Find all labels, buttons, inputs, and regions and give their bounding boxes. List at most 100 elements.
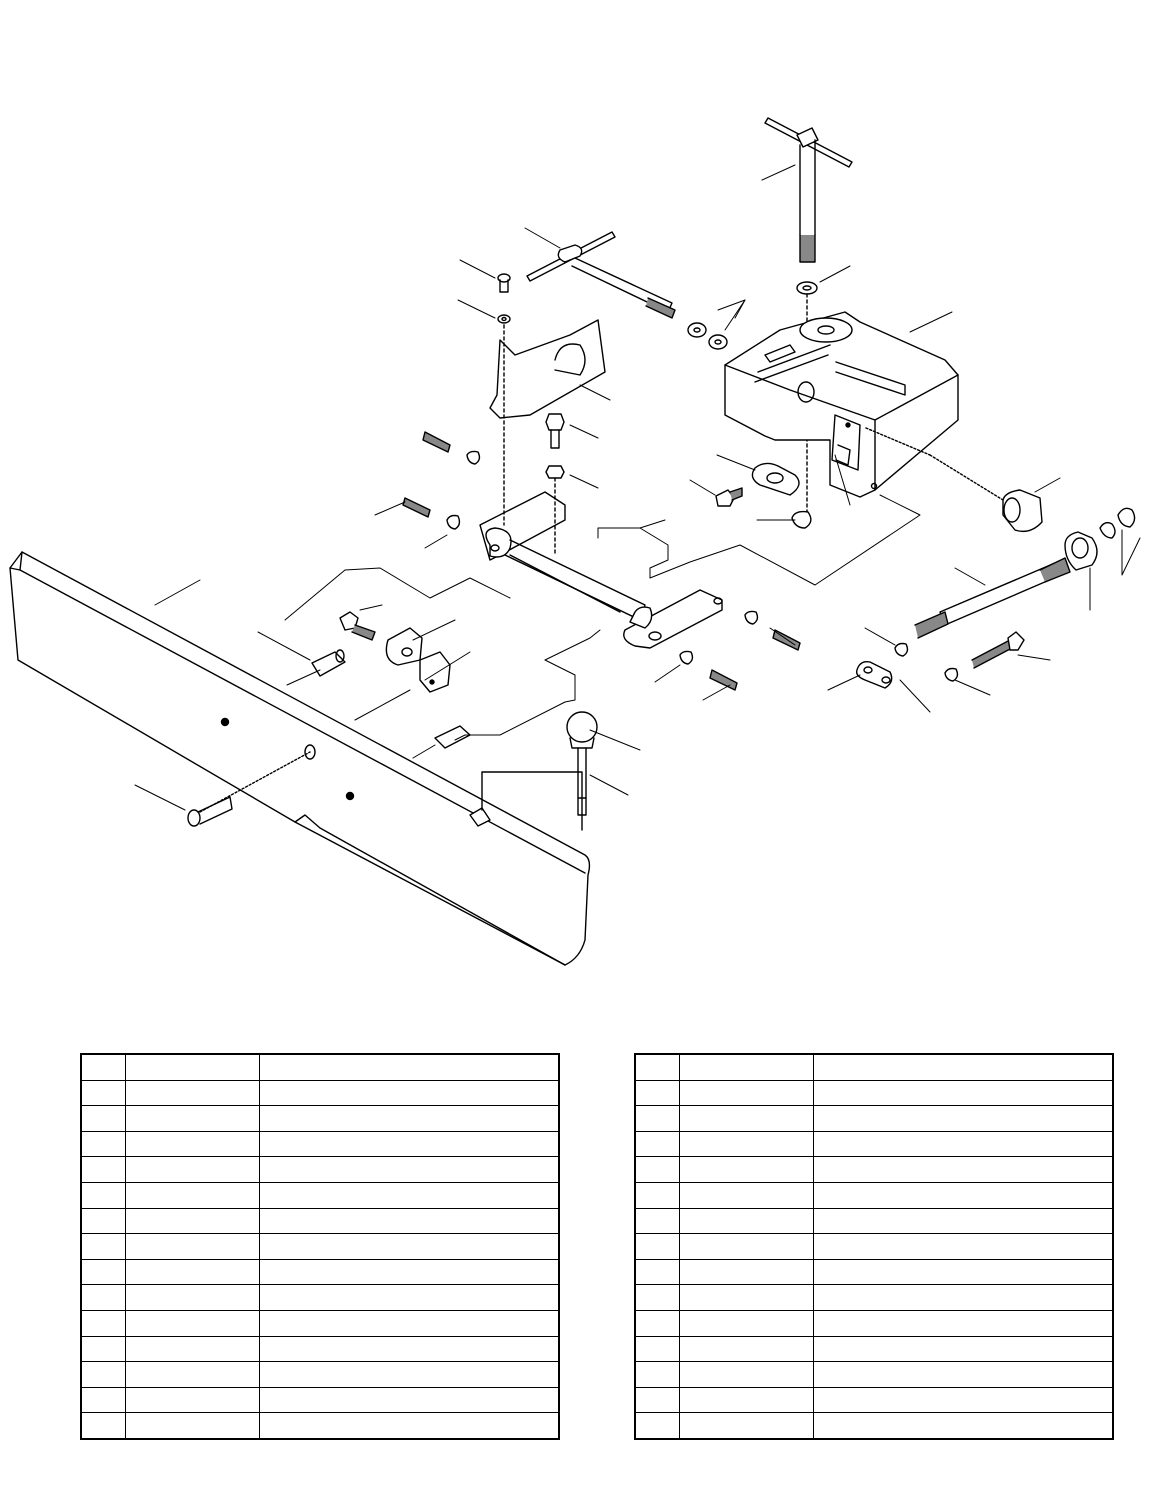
table-row bbox=[634, 1309, 1114, 1337]
table-cell bbox=[258, 1181, 560, 1209]
table-row bbox=[634, 1156, 1114, 1183]
table-row bbox=[80, 1309, 560, 1337]
table-cell bbox=[678, 1233, 814, 1260]
table-row bbox=[80, 1053, 560, 1081]
table-cell bbox=[124, 1181, 260, 1209]
table-cell bbox=[258, 1156, 560, 1183]
lower-right-hardware bbox=[855, 631, 1025, 689]
table-cell bbox=[258, 1079, 560, 1107]
table-row bbox=[634, 1233, 1114, 1260]
table-row bbox=[80, 1361, 560, 1388]
table-cell bbox=[80, 1156, 126, 1183]
table-row bbox=[80, 1181, 560, 1209]
set-screws-right bbox=[679, 610, 801, 691]
table-row bbox=[80, 1207, 560, 1235]
table-cell bbox=[124, 1361, 260, 1388]
table-cell bbox=[80, 1181, 126, 1209]
table-cell bbox=[678, 1284, 814, 1311]
table-cell bbox=[258, 1105, 560, 1132]
table-cell bbox=[80, 1233, 126, 1260]
table-row bbox=[634, 1412, 1114, 1440]
table-row bbox=[634, 1386, 1114, 1414]
table-cell bbox=[678, 1309, 814, 1337]
table-cell bbox=[678, 1335, 814, 1363]
table-row bbox=[634, 1079, 1114, 1107]
table-cell bbox=[80, 1079, 126, 1107]
table-cell bbox=[678, 1181, 814, 1209]
table-cell bbox=[124, 1053, 260, 1081]
table-cell bbox=[80, 1207, 126, 1235]
table-cell bbox=[812, 1156, 1114, 1183]
table-cell bbox=[678, 1105, 814, 1132]
table-cell bbox=[678, 1258, 814, 1286]
table-row bbox=[80, 1079, 560, 1107]
table-cell bbox=[634, 1361, 680, 1388]
table-cell bbox=[124, 1130, 260, 1158]
table-cell bbox=[812, 1386, 1114, 1414]
table-cell bbox=[258, 1207, 560, 1235]
table-cell bbox=[678, 1412, 814, 1440]
table-cell bbox=[634, 1309, 680, 1337]
clamp-jaw-parts bbox=[311, 611, 471, 749]
table-cell bbox=[634, 1053, 680, 1081]
table-cell bbox=[812, 1053, 1114, 1081]
table-cell bbox=[258, 1335, 560, 1363]
table-cell bbox=[80, 1386, 126, 1414]
table-cell bbox=[258, 1258, 560, 1286]
table-cell bbox=[634, 1156, 680, 1183]
table-cell bbox=[678, 1053, 814, 1081]
pan-head-screw bbox=[497, 273, 511, 324]
table-cell bbox=[258, 1233, 560, 1260]
table-cell bbox=[634, 1258, 680, 1286]
table-cell bbox=[124, 1105, 260, 1132]
table-cell bbox=[124, 1079, 260, 1107]
fence-bracket bbox=[479, 491, 723, 649]
table-cell bbox=[258, 1361, 560, 1388]
table-row bbox=[634, 1207, 1114, 1235]
table-cell bbox=[80, 1284, 126, 1311]
table-cell bbox=[80, 1335, 126, 1363]
slide-bar bbox=[715, 462, 812, 529]
table-cell bbox=[678, 1361, 814, 1388]
flat-head-screw bbox=[187, 751, 311, 827]
table-row bbox=[80, 1258, 560, 1286]
table-cell bbox=[678, 1130, 814, 1158]
table-cell bbox=[812, 1335, 1114, 1363]
table-cell bbox=[812, 1233, 1114, 1260]
table-cell bbox=[812, 1309, 1114, 1337]
table-cell bbox=[678, 1386, 814, 1414]
table-row bbox=[634, 1361, 1114, 1388]
table-cell bbox=[80, 1130, 126, 1158]
parts-list-table-left bbox=[80, 1053, 560, 1440]
table-row bbox=[634, 1284, 1114, 1311]
table-cell bbox=[258, 1130, 560, 1158]
table-row bbox=[80, 1130, 560, 1158]
table-row bbox=[634, 1181, 1114, 1209]
table-cell bbox=[634, 1284, 680, 1311]
table-cell bbox=[258, 1284, 560, 1311]
table-cell bbox=[124, 1335, 260, 1363]
table-row bbox=[634, 1053, 1114, 1081]
table-cell bbox=[124, 1233, 260, 1260]
fence-hole-1 bbox=[220, 717, 230, 727]
table-cell bbox=[258, 1412, 560, 1440]
table-cell bbox=[634, 1207, 680, 1235]
parts-list-body-right bbox=[634, 1053, 1114, 1440]
leader-lines bbox=[134, 164, 1141, 811]
t-handle-horizontal bbox=[526, 231, 728, 350]
table-cell bbox=[124, 1412, 260, 1440]
table-cell bbox=[812, 1412, 1114, 1440]
table-cell bbox=[812, 1258, 1114, 1286]
table-cell bbox=[812, 1207, 1114, 1235]
tilt-shaft bbox=[914, 507, 1136, 639]
table-cell bbox=[634, 1130, 680, 1158]
table-cell bbox=[634, 1105, 680, 1132]
table-cell bbox=[678, 1079, 814, 1107]
table-cell bbox=[258, 1386, 560, 1414]
fence-hole-2 bbox=[345, 791, 355, 801]
table-cell bbox=[634, 1181, 680, 1209]
table-cell bbox=[124, 1156, 260, 1183]
exploded-parts-diagram bbox=[9, 117, 1141, 966]
table-cell bbox=[678, 1207, 814, 1235]
table-cell bbox=[80, 1258, 126, 1286]
